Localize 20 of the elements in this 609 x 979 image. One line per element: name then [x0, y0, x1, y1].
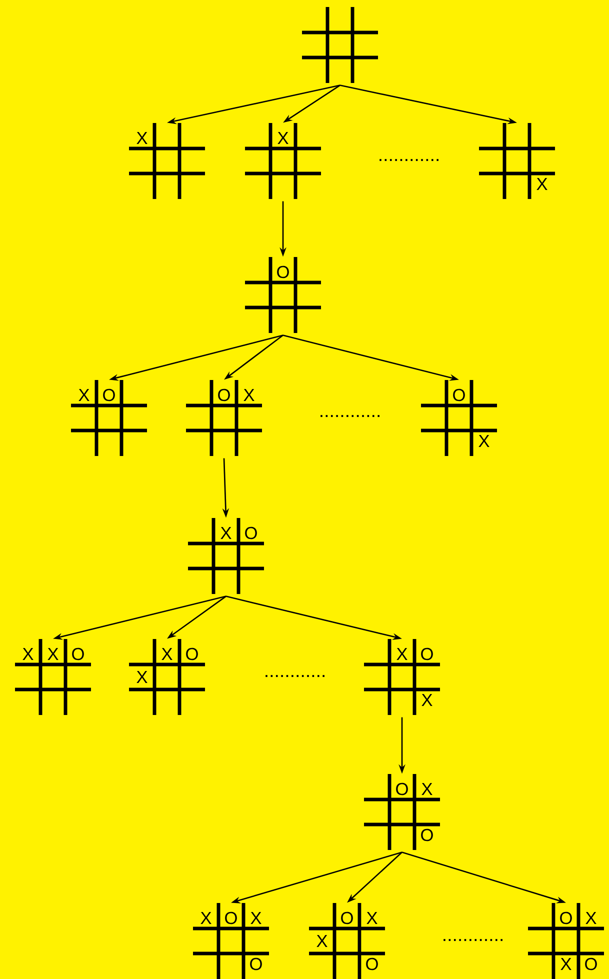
- tic-tac-toe-board: [302, 7, 378, 83]
- ellipsis-text: ............: [444, 939, 502, 941]
- tic-tac-toe-board: X: [129, 123, 205, 199]
- ellipsis-text: ............: [320, 415, 380, 417]
- tic-tac-toe-board: X O: [71, 380, 147, 456]
- ellipsis-text: ............: [380, 159, 438, 161]
- tic-tac-toe-board: X X O: [15, 639, 91, 715]
- tic-tac-toe-board: O: [245, 257, 321, 333]
- tic-tac-toe-board: X: [245, 123, 321, 199]
- ellipsis-text: ............: [266, 675, 324, 677]
- tic-tac-toe-board: O X O: [364, 774, 440, 850]
- tic-tac-toe-board: O X X O: [528, 903, 604, 979]
- tic-tac-toe-board: X O: [188, 518, 264, 594]
- tic-tac-toe-board: X O X: [364, 639, 440, 715]
- tic-tac-toe-board: X: [479, 123, 555, 199]
- tic-tac-toe-board: O X: [186, 380, 262, 456]
- tic-tac-toe-board: O X: [421, 380, 497, 456]
- tic-tac-toe-board: X O X: [129, 639, 205, 715]
- tic-tac-toe-board: O X X O: [309, 903, 385, 979]
- tic-tac-toe-board: X O X O: [193, 903, 269, 979]
